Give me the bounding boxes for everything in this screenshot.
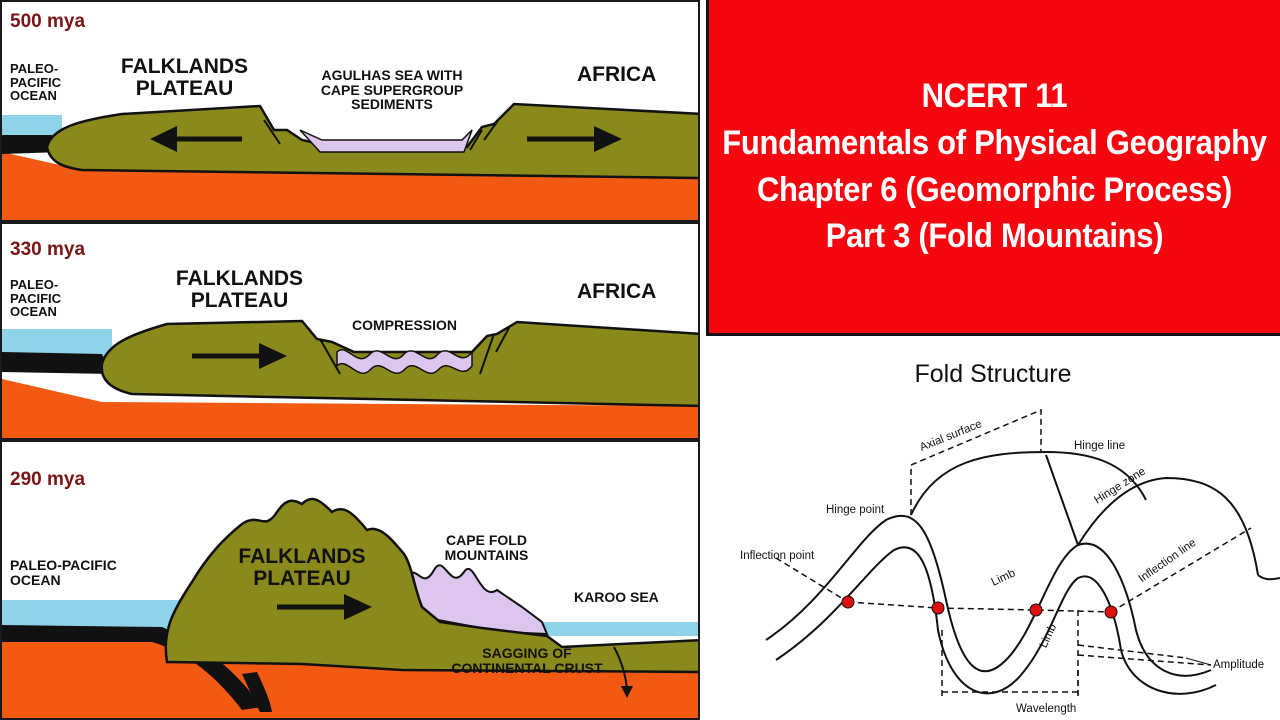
fold-back-crest-1 [910,450,1147,516]
fold-structure-panel: Fold Structure [706,340,1280,720]
fold-structure-drawing [765,408,1280,700]
amplitude-label: Amplitude [1213,659,1265,671]
fold-structure-title: Fold Structure [914,360,1072,388]
sagging-arrow [613,646,633,698]
falklands-plateau-mountain [164,497,698,674]
title-line-3: Chapter 6 (Geomorphic Process) [756,169,1233,209]
wavelength-label: Wavelength [1016,703,1077,715]
inflection-point-marker-1 [841,595,855,609]
arrow-east [277,594,372,620]
title-line-1: NCERT 11 [921,75,1068,116]
arrow-east [527,126,622,152]
title-line-2: Fundamentals of Physical Geography [722,122,1267,162]
slab-tip [242,672,272,712]
inflection-point-label: Inflection point [740,550,815,562]
fold-outer-front [765,514,1212,677]
inflection-point-marker-4 [1104,605,1118,619]
title-banner: NCERT 11 Fundamentals of Physical Geogra… [706,0,1280,336]
africa-label: AFRICA [577,280,657,303]
inflection-points [841,595,1118,619]
hinge-line [1045,454,1079,546]
fault-lines [319,325,511,375]
fault-lines [263,119,498,151]
mantle [2,379,698,438]
inflection-point-marker-3 [1029,603,1043,617]
fold-back-crest-2 [1077,476,1259,576]
africa-label: AFRICA [577,63,657,86]
arrow-east [192,343,287,369]
amplitude-leader [1185,657,1212,666]
panel-500-illustration [2,102,698,220]
panel-290-illustration [2,497,698,718]
title-line-4: Part 3 (Fold Mountains) [825,216,1164,256]
dashed-guides [775,408,1252,700]
age-label: 290 mya [10,469,86,490]
inflection-line [847,601,1112,613]
arrow-west [150,126,242,152]
inflection-point-marker-2 [931,601,945,615]
karoo-sea-water [542,622,698,636]
age-label: 500 mya [10,11,86,32]
oceanic-crust [2,352,112,374]
sediment-layer [299,129,473,153]
folded-sediments [336,349,473,374]
mantle [2,152,698,220]
inflection-point-leader [775,557,849,603]
compression-label: COMPRESSION [352,317,458,333]
amplitude-line-bottom [1077,654,1212,666]
fold-back-edge [1257,574,1280,581]
hinge-line-label: Hinge line [1074,440,1126,452]
amplitude-line-top [1077,644,1187,659]
hinge-point-label: Hinge point [826,504,885,516]
karoo-sea-label: KAROO SEA [574,589,659,605]
age-label: 330 mya [10,239,86,260]
cape-fold-mountains [405,564,549,636]
inflection-line-leader [1110,527,1252,613]
ocean-water [2,600,182,628]
panel-330-illustration [2,319,698,438]
axial-surface-box [910,408,1042,515]
